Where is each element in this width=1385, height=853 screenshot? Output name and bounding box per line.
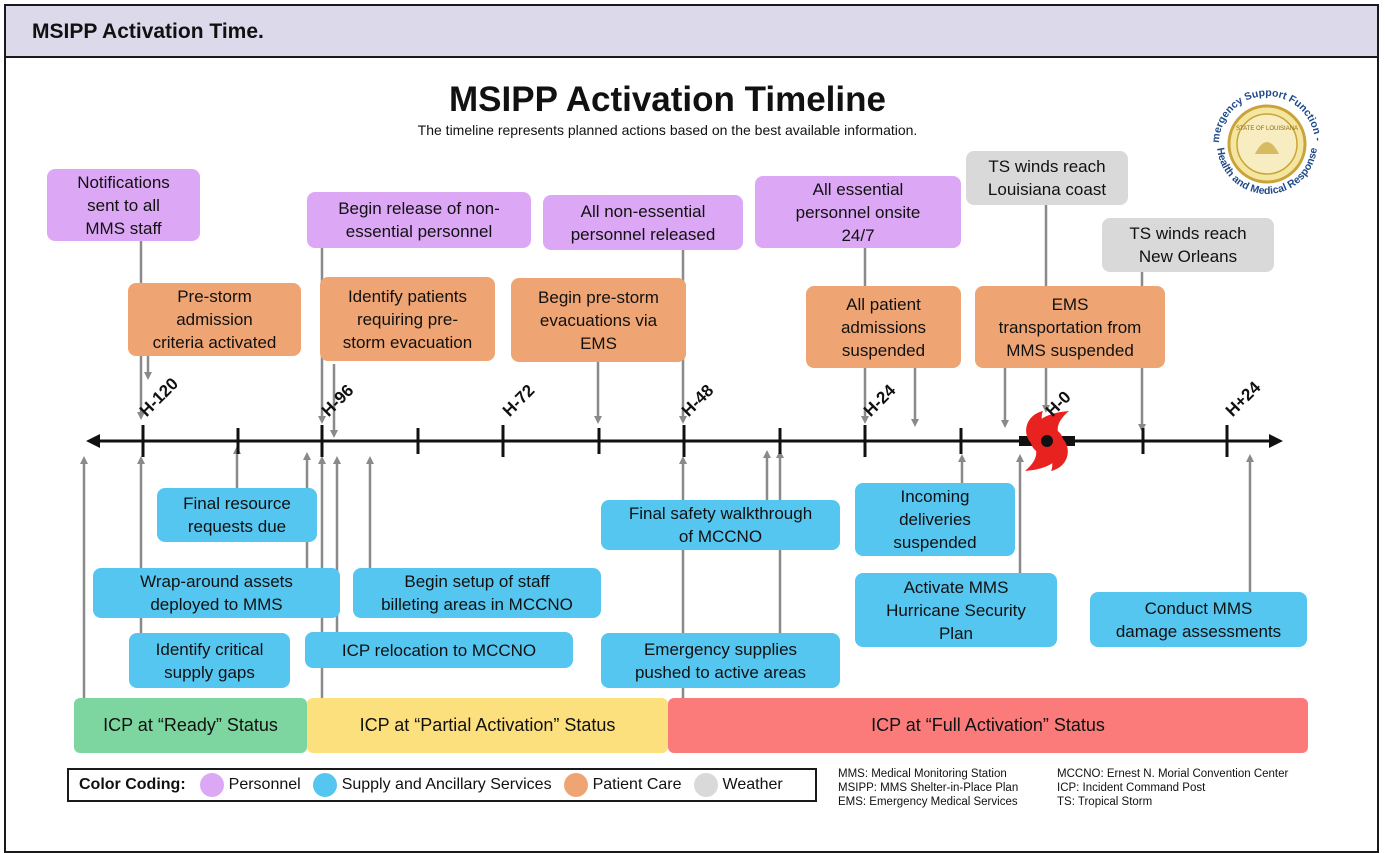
event-safety-walkthrough: Final safety walkthrough of MCCNO	[601, 500, 840, 550]
legend-swatch-patient	[563, 773, 588, 797]
seal-inner-text: STATE OF LOUISIANA	[1236, 126, 1298, 132]
legend-label-supply: Supply and Ancillary Services	[341, 776, 552, 793]
legend-label-weather: Weather	[722, 776, 783, 793]
legend-item-supply: Supply and Ancillary Services	[312, 773, 552, 797]
event-final-resource-requests: Final resource requests due	[157, 488, 317, 542]
esf8-seal-logo: Emergency Support Function - 8 Health an…	[1203, 80, 1329, 206]
event-damage-assessments: Conduct MMS damage assessments	[1090, 592, 1307, 647]
event-activate-security-plan: Activate MMS Hurricane Security Plan	[855, 573, 1057, 647]
event-ts-winds-coast: TS winds reach Louisiana coast	[966, 151, 1128, 205]
event-identify-patients: Identify patients requiring pre- storm e…	[320, 277, 495, 361]
status-partial-activation: ICP at “Partial Activation” Status	[307, 698, 668, 753]
event-essential-onsite: All essential personnel onsite 24/7	[755, 176, 961, 248]
legend-item-weather: Weather	[693, 773, 783, 797]
event-admissions-suspended: All patient admissions suspended	[806, 286, 961, 368]
legend-item-patient: Patient Care	[563, 773, 682, 797]
event-release-non-essential: Begin release of non- essential personne…	[307, 192, 531, 248]
event-non-essential-released: All non-essential personnel released	[543, 195, 743, 250]
event-wrap-around-assets: Wrap-around assets deployed to MMS	[93, 568, 340, 618]
header-bar: MSIPP Activation Time.	[6, 6, 1377, 58]
legend-item-personnel: Personnel	[199, 773, 301, 797]
event-icp-relocation: ICP relocation to MCCNO	[305, 632, 573, 668]
event-incoming-deliveries: Incoming deliveries suspended	[855, 483, 1015, 556]
legend-label-personnel: Personnel	[228, 776, 301, 793]
abbreviations-col2: MCCNO: Ernest N. Morial Convention Cente…	[1057, 768, 1289, 808]
event-staff-billeting: Begin setup of staff billeting areas in …	[353, 568, 601, 618]
figure-caption: MSIPP Activation Time.	[32, 20, 264, 43]
status-full-activation: ICP at “Full Activation” Status	[668, 698, 1308, 753]
timeline-title: MSIPP Activation Timeline	[449, 80, 886, 119]
event-ts-winds-new-orleans: TS winds reach New Orleans	[1102, 218, 1274, 272]
legend-label-patient: Patient Care	[592, 776, 682, 793]
event-ems-suspended: EMS transportation from MMS suspended	[975, 286, 1165, 368]
legend-swatch-weather	[693, 773, 718, 797]
color-legend: Color Coding: Personnel Supply and Ancil…	[67, 768, 817, 802]
event-pre-storm-criteria: Pre-storm admission criteria activated	[128, 283, 301, 356]
event-notifications-sent: Notifications sent to all MMS staff	[47, 169, 200, 241]
legend-title: Color Coding:	[79, 776, 186, 793]
timeline-subtitle: The timeline represents planned actions …	[417, 122, 918, 138]
legend-swatch-personnel	[199, 773, 224, 797]
event-identify-supply-gaps: Identify critical supply gaps	[129, 633, 290, 688]
event-emergency-supplies: Emergency supplies pushed to active area…	[601, 633, 840, 688]
abbreviations-col1: MMS: Medical Monitoring Station MSIPP: M…	[838, 768, 1019, 808]
status-ready: ICP at “Ready” Status	[74, 698, 307, 753]
legend-swatch-supply	[312, 773, 337, 797]
event-begin-evacuations: Begin pre-storm evacuations via EMS	[511, 278, 686, 362]
